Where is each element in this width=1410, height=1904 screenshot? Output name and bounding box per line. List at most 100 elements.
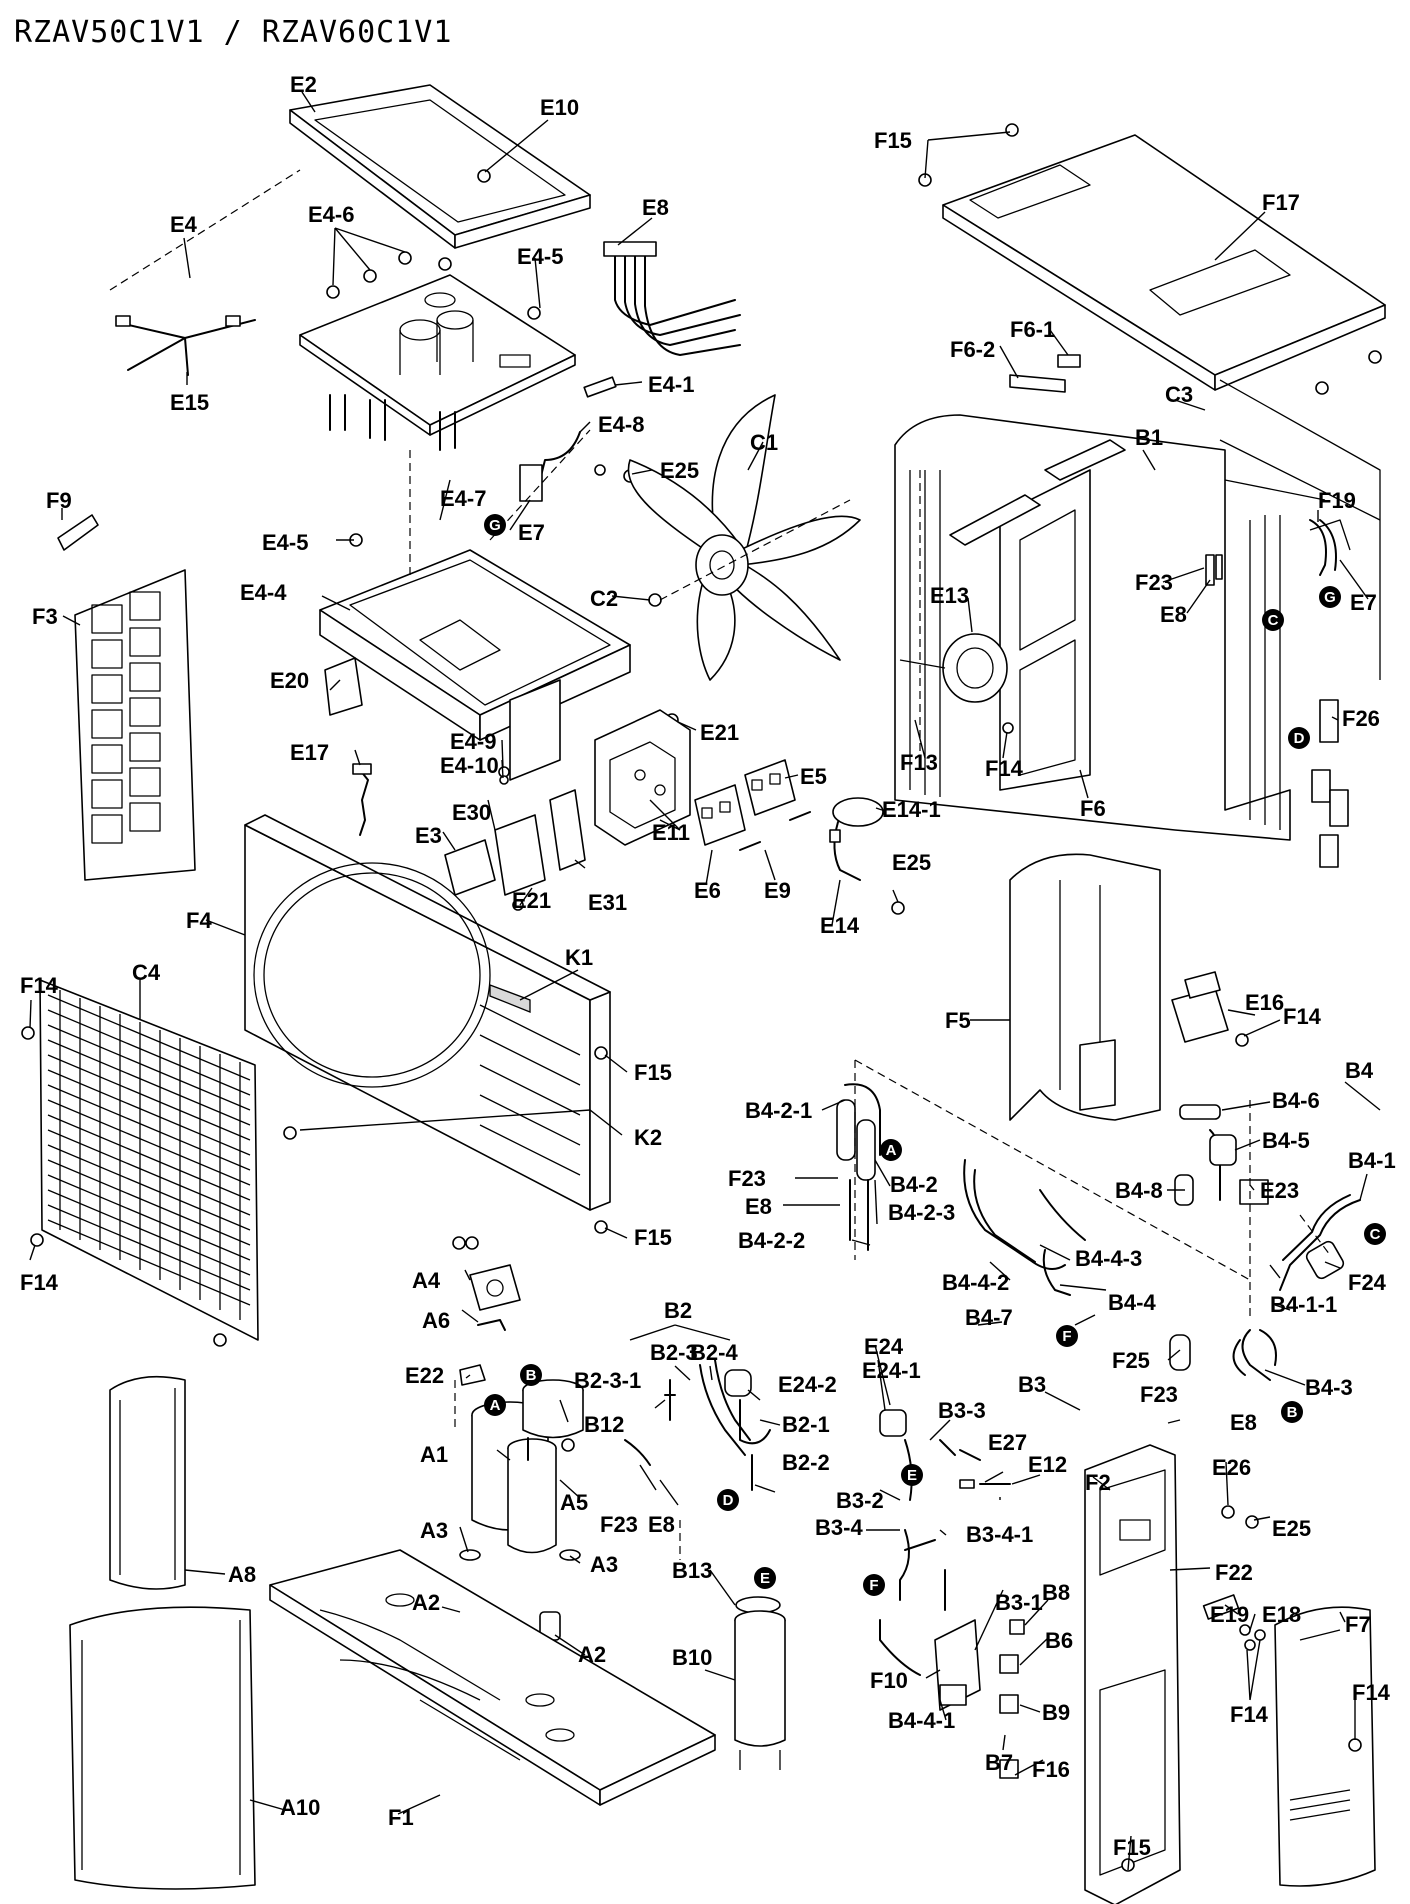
label-b2-4: B2-4 [690,1340,738,1365]
label-b2: B2 [664,1298,692,1323]
label-c4: C4 [132,960,161,985]
label-b10: B10 [672,1645,712,1670]
label-a5: A5 [560,1490,588,1515]
label-b4-4-2: B4-4-2 [942,1270,1009,1295]
part-e16 [1171,971,1229,1043]
label-f25: F25 [1112,1348,1150,1373]
label-f26: F26 [1342,706,1380,731]
label-e8: E8 [642,195,669,220]
label-a3: A3 [420,1518,448,1543]
label-e26: E26 [1212,1455,1251,1480]
label-a6: A6 [422,1308,450,1333]
label-e4-8: E4-8 [598,412,644,437]
label-f15: F15 [874,128,912,153]
svg-text:D: D [723,1492,734,1509]
marker-f-1: F [1056,1325,1078,1347]
label-e4-1: E4-1 [648,372,694,397]
part-b10 [734,1610,786,1770]
label-f16: F16 [1032,1757,1070,1782]
label-e4-10: E4-10 [440,753,499,778]
part-b3-piping [879,1409,1025,1779]
label-b4-2-1: B4-2-1 [745,1098,812,1123]
label-f9: F9 [46,488,72,513]
label-b4-3: B4-3 [1305,1375,1353,1400]
label-b3-3: B3-3 [938,1398,986,1423]
svg-text:D: D [1294,730,1305,747]
label-f14e: F14 [1352,1680,1391,1705]
label-e4: E4 [170,212,198,237]
label-f3: F3 [32,604,58,629]
label-f4: F4 [186,908,212,933]
part-e11-plate [594,709,691,846]
label-e20: E20 [270,668,309,693]
label-c2: C2 [590,586,618,611]
label-f23d: F23 [600,1512,638,1537]
svg-text:B: B [1287,1404,1298,1421]
marker-b-2: B [1281,1401,1303,1423]
label-e22: E22 [405,1363,444,1388]
label-e10: E10 [540,95,579,120]
label-e31: E31 [588,890,627,915]
label-e4-7: E4-7 [440,486,486,511]
label-e2: E2 [290,72,317,97]
label-e4-6: E4-6 [308,202,354,227]
label-c3: C3 [1165,382,1193,407]
label-e15: E15 [170,390,209,415]
label-f10: F10 [870,1668,908,1693]
label-f23b: F23 [728,1166,766,1191]
svg-text:G: G [1324,589,1336,606]
label-b4-4-1: B4-4-1 [888,1708,955,1733]
label-f14d: F14 [20,1270,59,1295]
label-a2b: A2 [578,1642,606,1667]
label-f14: F14 [985,756,1024,781]
part-e5-terminal [744,759,796,816]
label-e19: E19 [1210,1602,1249,1627]
part-f7-cover [1274,1606,1376,1887]
part-f3-filter [74,569,196,881]
label-e16: E16 [1245,990,1284,1015]
label-e24: E24 [864,1334,904,1359]
label-f22: F22 [1215,1560,1253,1585]
connection-markers: A A B B C C D D E E F F G G [484,514,1386,1596]
label-e4-5: E4-5 [517,244,563,269]
marker-d-1: D [1288,727,1310,749]
marker-c-2: C [1364,1223,1386,1245]
label-k1: K1 [565,945,593,970]
label-e13: E13 [930,583,969,608]
part-f9 [57,514,99,551]
label-f13: F13 [900,750,938,775]
part-f4-front-panel [244,814,611,1211]
label-b12: B12 [584,1412,624,1437]
part-a8 [109,1375,186,1590]
svg-text:A: A [886,1142,897,1159]
label-e17: E17 [290,740,329,765]
part-e13-motor [899,633,1008,703]
svg-text:G: G [489,517,501,534]
marker-a-1: A [880,1139,902,1161]
label-f23c: F23 [1140,1382,1178,1407]
label-b6: B6 [1045,1628,1073,1653]
label-f6-2: F6-2 [950,337,995,362]
label-e25c: E25 [1272,1516,1311,1541]
part-f5-side-panel [1009,853,1161,1121]
svg-text:F: F [1062,1328,1071,1345]
part-f17-top-panel [942,134,1386,391]
label-b3-4: B3-4 [815,1515,863,1540]
part-e14-coil [829,797,905,915]
label-e14: E14 [820,913,860,938]
label-a10: A10 [280,1795,320,1820]
part-c4-grille [39,979,259,1341]
part-e2-lid [289,84,591,249]
label-b4-2-2: B4-2-2 [738,1228,805,1253]
label-e5: E5 [800,764,827,789]
label-f6-1: F6-1 [1010,317,1055,342]
label-a8: A8 [228,1562,256,1587]
part-a4 [469,1264,521,1311]
label-c1: C1 [750,430,778,455]
marker-c-1: C [1262,609,1284,631]
label-e3: E3 [415,823,442,848]
label-f2: F2 [1085,1470,1111,1495]
label-b4-5: B4-5 [1262,1128,1310,1153]
label-e25b: E25 [892,850,931,875]
svg-text:F: F [869,1577,878,1594]
